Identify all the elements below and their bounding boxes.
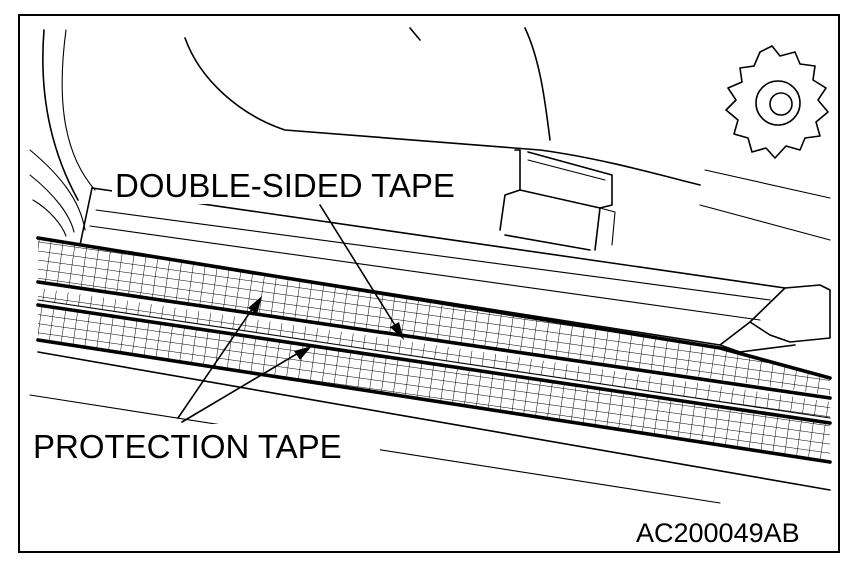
protection-tape-upper [36,236,832,400]
retainer-clip [499,149,616,251]
double-sided-tape-leader [319,204,404,340]
protection-tape-leader-lower [181,346,312,423]
figure-code-label: AC200049AB [636,518,800,548]
protection-tape-lower [36,303,832,464]
double-sided-tape-strip [37,288,831,419]
gear-part-icon [725,45,829,159]
protection-tape-leader-upper [177,296,262,419]
figure-border [18,14,840,553]
body-panel-outline [29,27,831,241]
protection-tape-label: PROTECTION TAPE [33,428,342,465]
double-sided-tape-label: DOUBLE-SIDED TAPE [115,167,455,204]
